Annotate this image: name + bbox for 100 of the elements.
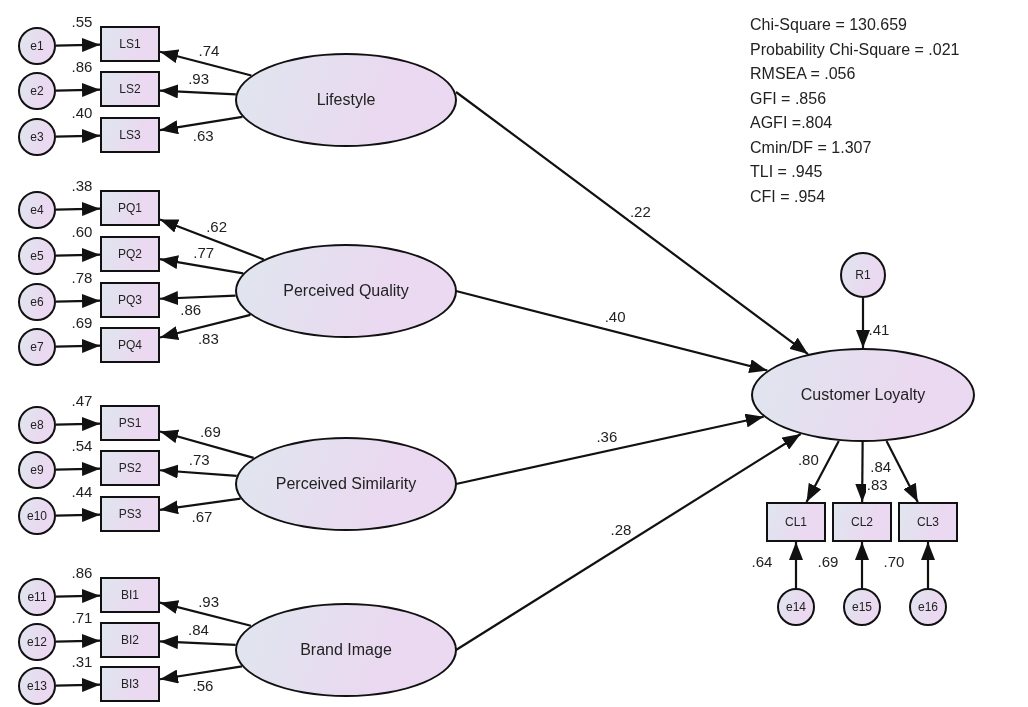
estimate-value: .40 — [70, 105, 94, 121]
variable-name: e5 — [30, 249, 44, 263]
variable-name: PS1 — [118, 416, 142, 430]
error-term-circle — [18, 283, 56, 321]
observed-variable-box — [100, 190, 160, 226]
arrow — [159, 429, 254, 459]
variable-name: LS1 — [119, 37, 141, 51]
arrow — [55, 294, 101, 309]
fit-statistic: TLI = .945 — [750, 163, 823, 181]
variable-name: BI3 — [121, 677, 139, 691]
arrow — [455, 91, 809, 355]
variable-name: CL3 — [917, 515, 939, 529]
variable-name: e7 — [30, 340, 44, 354]
estimate-value: .69 — [70, 315, 94, 331]
arrow — [455, 413, 764, 486]
arrow — [159, 255, 244, 275]
arrow — [856, 298, 870, 348]
arrow — [159, 464, 237, 479]
variable-name: e4 — [30, 203, 44, 217]
arrow — [855, 542, 869, 588]
arrow — [159, 115, 243, 135]
estimate-value: .64 — [750, 554, 774, 570]
error-term-circle — [18, 623, 56, 661]
edge-label: .84 — [869, 459, 893, 475]
arrow — [159, 218, 265, 261]
variable-name: CL2 — [851, 515, 873, 529]
observed-variable-box — [100, 496, 160, 532]
estimate-value: .47 — [70, 393, 94, 409]
error-term-circle — [18, 237, 56, 275]
observed-variable-box — [100, 236, 160, 272]
observed-variable-box — [100, 282, 160, 318]
arrow — [159, 600, 252, 627]
error-term-circle — [18, 451, 56, 489]
variable-name: PS3 — [118, 507, 142, 521]
error-term-circle — [18, 191, 56, 229]
variable-name: e16 — [918, 600, 938, 614]
error-term-circle — [18, 578, 56, 616]
arrow — [55, 417, 101, 432]
arrow — [789, 542, 803, 588]
error-term-circle — [18, 72, 56, 110]
estimate-value: .38 — [70, 178, 94, 194]
variable-name: CL1 — [785, 515, 807, 529]
error-term-circle — [18, 497, 56, 535]
error-term-circle — [18, 118, 56, 156]
arrow — [805, 440, 840, 503]
estimate-value: .71 — [70, 610, 94, 626]
variable-name: e15 — [852, 600, 872, 614]
arrow — [159, 635, 236, 650]
estimate-value: .60 — [70, 224, 94, 240]
variable-name: Perceived Similarity — [275, 475, 417, 493]
variable-name: e13 — [27, 679, 47, 693]
variable-name: e1 — [30, 39, 44, 53]
observed-variable-box — [100, 117, 160, 153]
arrow — [455, 433, 802, 651]
observed-variable-box — [100, 327, 160, 363]
fit-statistic: AGFI =.804 — [750, 114, 833, 132]
arrow — [455, 289, 768, 373]
arrow — [921, 542, 935, 588]
error-term-circle — [843, 588, 881, 626]
estimate-value: .78 — [70, 270, 94, 286]
variable-name: Customer Loyalty — [800, 386, 926, 404]
observed-variable-box — [100, 577, 160, 613]
variable-name: LS2 — [119, 82, 141, 96]
variable-name: PQ3 — [118, 293, 142, 307]
arrow — [55, 339, 101, 354]
arrow — [159, 291, 236, 305]
variable-name: e11 — [27, 590, 47, 604]
fit-statistic: RMSEA = .056 — [750, 65, 856, 83]
observed-variable-box — [100, 450, 160, 486]
variable-name: Brand Image — [300, 641, 392, 659]
arrow — [55, 83, 101, 98]
fit-statistic: Cmin/DF = 1.307 — [750, 138, 872, 157]
variable-name: e3 — [30, 130, 44, 144]
estimate-value: .44 — [70, 484, 94, 500]
variable-name: PS2 — [118, 461, 142, 475]
arrow — [55, 462, 101, 477]
arrow — [159, 49, 252, 77]
variable-name: BI1 — [121, 588, 139, 602]
arrow — [55, 129, 101, 144]
observed-variable-box — [100, 622, 160, 658]
arrow — [55, 202, 101, 217]
error-term-circle — [18, 406, 56, 444]
arrow — [55, 248, 101, 263]
arrow — [159, 313, 251, 340]
fit-statistic: Probability Chi-Square = .021 — [750, 40, 960, 59]
fit-statistic: Chi-Square = 130.659 — [750, 16, 907, 34]
variable-name: PQ4 — [118, 338, 142, 352]
observed-variable-box — [832, 502, 892, 542]
error-term-circle — [18, 27, 56, 65]
edge-label: .83 — [865, 477, 889, 494]
variable-name: PQ1 — [118, 201, 142, 215]
arrow — [55, 634, 101, 649]
error-term-circle — [840, 252, 886, 298]
estimate-value: .86 — [70, 565, 94, 581]
variable-name: e2 — [30, 84, 44, 98]
variable-name: e8 — [30, 418, 44, 432]
observed-variable-box — [766, 502, 826, 542]
fit-statistic: GFI = .856 — [750, 89, 827, 108]
fit-statistic: CFI = .954 — [750, 187, 826, 206]
estimate-value: .31 — [70, 654, 94, 670]
